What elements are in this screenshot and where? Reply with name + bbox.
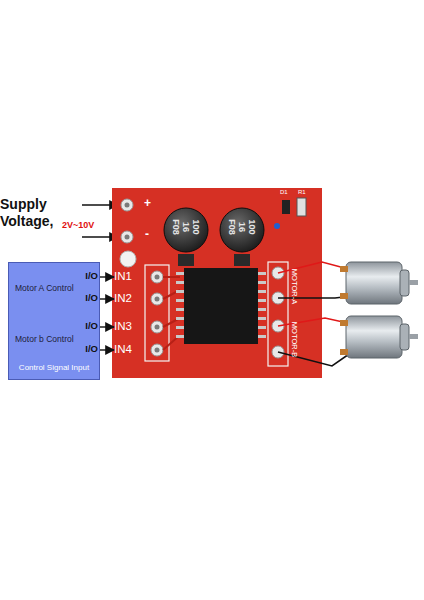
io-label: I/O: [66, 270, 98, 282]
resistor: [297, 198, 306, 216]
capacitor-base: [178, 254, 194, 266]
io-label: I/O: [66, 292, 98, 304]
input-pad: [151, 321, 163, 333]
pad-hole: [155, 275, 160, 280]
pin-name: IN4: [114, 343, 132, 355]
pad-hole: [155, 325, 160, 330]
supply-pad: [121, 199, 133, 211]
pad-hole: [125, 203, 130, 208]
silkscreen-text: D1: [280, 189, 288, 195]
diode: [282, 200, 290, 214]
capacitor: [220, 208, 264, 252]
pin-name: IN1: [114, 270, 132, 282]
silkscreen-text: -: [145, 227, 149, 241]
silkscreen-text: MOTOR-A: [290, 269, 299, 304]
group-label: Motor A Control: [15, 283, 75, 293]
input-pad: [151, 293, 163, 305]
silkscreen-text: MOTOR-B: [290, 322, 299, 357]
red-wire: [278, 262, 352, 273]
signal-arrow: [100, 326, 114, 327]
pcb-trace: [163, 277, 180, 350]
box-title: Control Signal Input: [9, 363, 99, 373]
silkscreen-text: +: [144, 196, 151, 210]
group-label: Motor b Control: [15, 334, 75, 344]
voltage-range: 2V~10V: [62, 220, 94, 230]
supply-pad: [121, 231, 133, 243]
header-outline: [268, 262, 288, 366]
pin-name: IN3: [114, 320, 132, 332]
pad-hole: [125, 235, 130, 240]
input-pin-label: IN4: [114, 342, 142, 358]
signal-arrow: [100, 349, 114, 350]
driver-ic: [184, 268, 258, 344]
silkscreen-text: 100 16 F08: [227, 217, 257, 237]
pad-hole: [155, 297, 160, 302]
capacitor-base: [234, 254, 250, 266]
io-label: I/O: [66, 320, 98, 332]
signal-arrow: [100, 298, 114, 299]
input-pin-label: IN3: [114, 319, 142, 335]
silkscreen-text: R1: [298, 189, 306, 195]
dc-motor: [340, 316, 418, 358]
input-pin-label: IN2: [114, 291, 142, 307]
mounting-hole: [120, 251, 136, 267]
red-wire: [278, 318, 352, 326]
pcb-board: [112, 188, 322, 378]
pad-hole: [155, 348, 160, 353]
io-label: I/O: [66, 343, 98, 355]
silkscreen-text: 100 16 F08: [171, 217, 201, 237]
dc-motor: [340, 262, 418, 304]
led: [274, 223, 280, 229]
signal-arrow: [100, 276, 114, 277]
input-pin-label: IN1: [114, 269, 142, 285]
input-pad: [151, 271, 163, 283]
input-pad: [151, 344, 163, 356]
supply-label: Supply Voltage,: [0, 196, 64, 230]
pin-name: IN2: [114, 292, 132, 304]
capacitor: [164, 208, 208, 252]
